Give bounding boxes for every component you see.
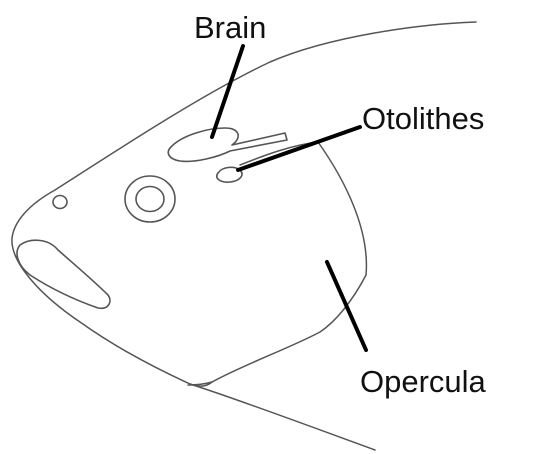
opercula-label: Opercula xyxy=(360,364,487,399)
brain xyxy=(168,128,287,161)
head-outline xyxy=(12,22,476,386)
nostril xyxy=(53,196,67,209)
otolithes-leader-line xyxy=(238,127,360,170)
eye-inner xyxy=(136,187,164,212)
brain-label: Brain xyxy=(194,10,266,45)
mouth xyxy=(17,240,110,308)
brain-leader-line xyxy=(212,46,243,137)
opercula-leader-line xyxy=(327,262,366,350)
opercula-outline xyxy=(188,142,366,385)
otolithes-label: Otolithes xyxy=(362,101,484,136)
body-lower-line xyxy=(190,384,375,450)
